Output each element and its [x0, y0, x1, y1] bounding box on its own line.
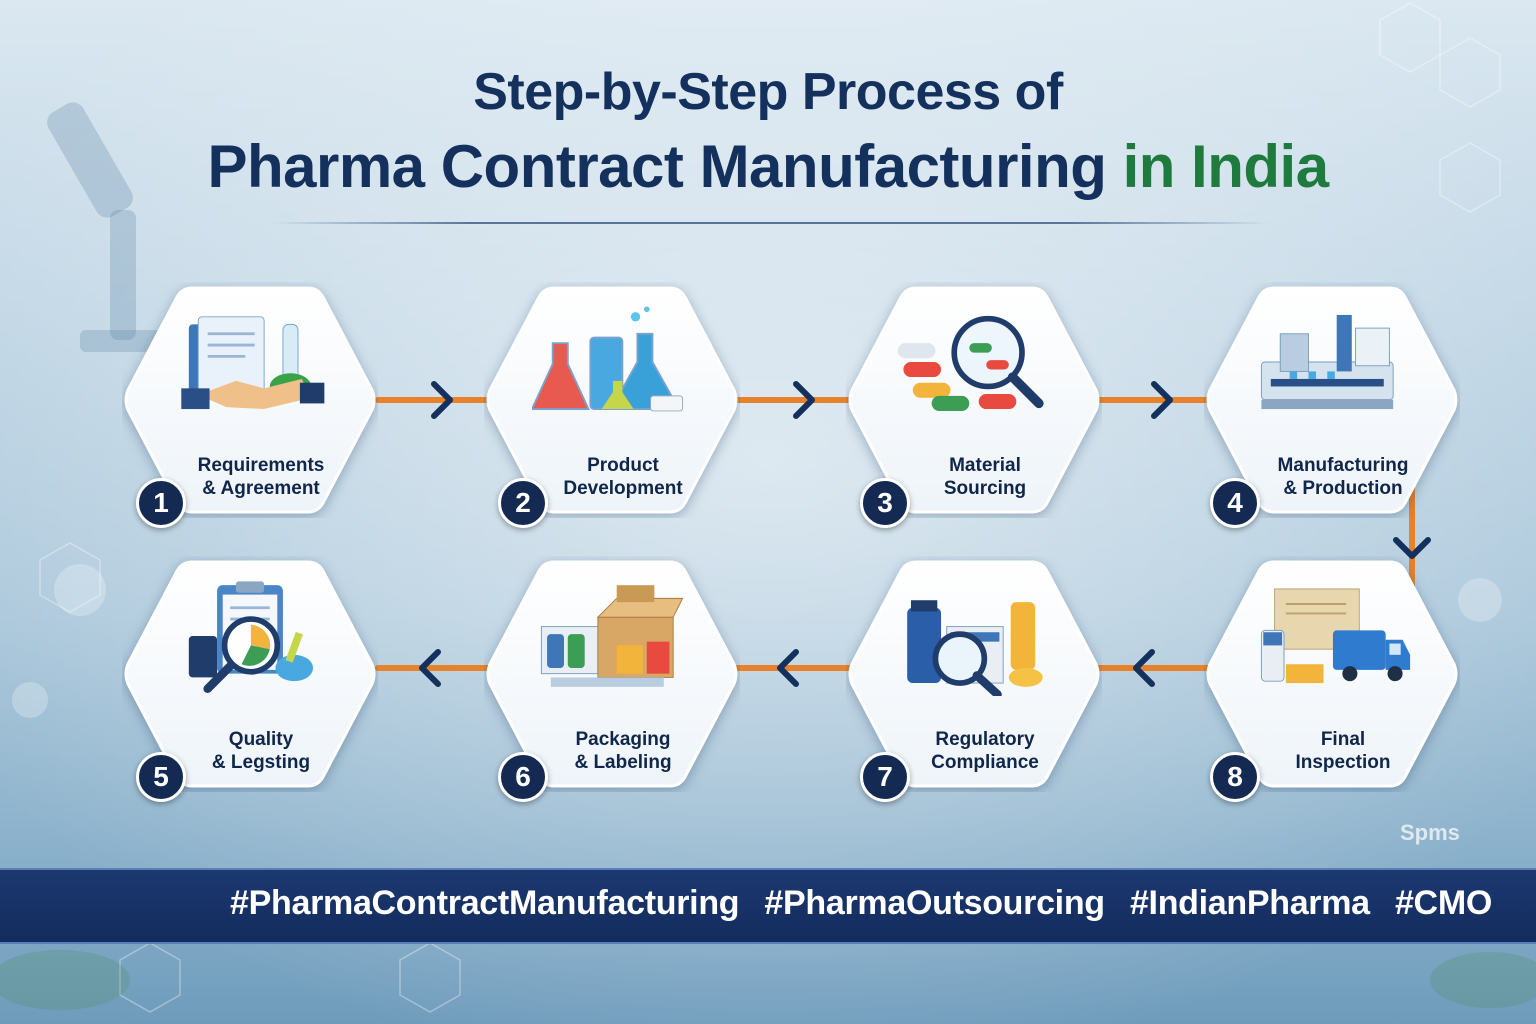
step-label: Requirements & Agreement [186, 454, 336, 500]
hashtag[interactable]: #PharmaOutsourcing [764, 884, 1105, 922]
hashtag[interactable]: #CMO [1394, 884, 1492, 922]
bottles-inspection-icon [907, 600, 1043, 696]
process-step-4: Manufacturing & Production [1204, 282, 1460, 518]
boxes-packaging-icon [540, 585, 684, 687]
step-label-line-1: Material [949, 455, 1021, 476]
step-label: Final Inspection [1268, 728, 1418, 774]
step-label-line-1: Packaging [575, 729, 671, 750]
step-number-badge: 2 [498, 478, 548, 528]
step-label: Regulatory Compliance [910, 728, 1060, 774]
step-label-line-2: Inspection [1295, 752, 1391, 773]
step-number-badge: 1 [136, 478, 186, 528]
title-line-1: Step-by-Step Process of [473, 63, 1063, 121]
step-label: Product Development [548, 454, 698, 500]
arrow-right-2 [793, 381, 815, 419]
watermark-logo: Spms [1400, 820, 1460, 845]
step-number-badge: 6 [498, 752, 548, 802]
step-label-line-1: Quality [228, 729, 294, 750]
title-main: Pharma Contract Manufacturing [207, 133, 1107, 200]
process-step-3: Material Sourcing [846, 282, 1102, 518]
step-label-line-1: Requirements [197, 455, 325, 476]
step-label: Quality & Legsting [186, 728, 336, 774]
hashtag[interactable]: #IndianPharma [1129, 884, 1370, 922]
step-label: Manufacturing & Production [1268, 454, 1418, 500]
title-line-2: Pharma Contract Manufacturing in India [0, 132, 1536, 201]
title-divider [270, 222, 1270, 224]
step-number-badge: 5 [136, 752, 186, 802]
arrow-left-8 [1133, 649, 1155, 687]
arrow-right-3 [1151, 381, 1173, 419]
lab-flasks-icon [532, 306, 684, 412]
step-label-line-2: Compliance [931, 752, 1039, 773]
process-step-6: Packaging & Labeling [484, 556, 740, 792]
step-number-badge: 4 [1210, 478, 1260, 528]
step-number-badge: 3 [860, 478, 910, 528]
hexagon-card [1206, 560, 1458, 788]
hashtag[interactable]: #PharmaContractManufacturing [230, 884, 740, 922]
step-label-line-1: Final [1320, 729, 1366, 750]
pills-magnifier-icon [897, 315, 1044, 411]
step-label-line-2: & Production [1283, 478, 1403, 499]
step-label-line-1: Product [587, 455, 659, 476]
step-label-line-2: & Agreement [202, 478, 320, 499]
step-label-line-2: & Legsting [211, 752, 311, 773]
handshake-documents-icon [181, 316, 325, 410]
arrow-down-4 [1393, 537, 1431, 559]
step-label-line-1: Manufacturing [1277, 455, 1409, 476]
title-accent: in India [1122, 133, 1330, 200]
step-label-line-2: Development [563, 478, 683, 499]
step-label: Material Sourcing [910, 454, 1060, 500]
arrow-left-7 [777, 649, 799, 687]
step-label-line-2: & Labeling [574, 752, 672, 773]
hashtag-list: #PharmaContractManufacturing #PharmaOuts… [214, 884, 1492, 923]
clipboard-analysis-icon [188, 581, 314, 693]
step-number-badge: 8 [1210, 752, 1260, 802]
process-step-1: Requirements & Agreement [122, 282, 378, 518]
arrow-right-1 [431, 381, 453, 419]
process-step-5: Quality & Legsting [122, 556, 378, 792]
delivery-truck-icon [1260, 588, 1411, 684]
step-label-line-2: Sourcing [943, 478, 1027, 499]
process-step-7: Regulatory Compliance [846, 556, 1102, 792]
process-step-8: Final Inspection [1204, 556, 1460, 792]
arrow-left-6 [419, 649, 441, 687]
step-label-line-1: Regulatory [935, 729, 1035, 750]
hashtag-banner: #PharmaContractManufacturing #PharmaOuts… [0, 868, 1536, 944]
step-label: Packaging & Labeling [548, 728, 698, 774]
step-number-badge: 7 [860, 752, 910, 802]
factory-machinery-icon [1260, 314, 1394, 410]
process-step-2: Product Development [484, 282, 740, 518]
